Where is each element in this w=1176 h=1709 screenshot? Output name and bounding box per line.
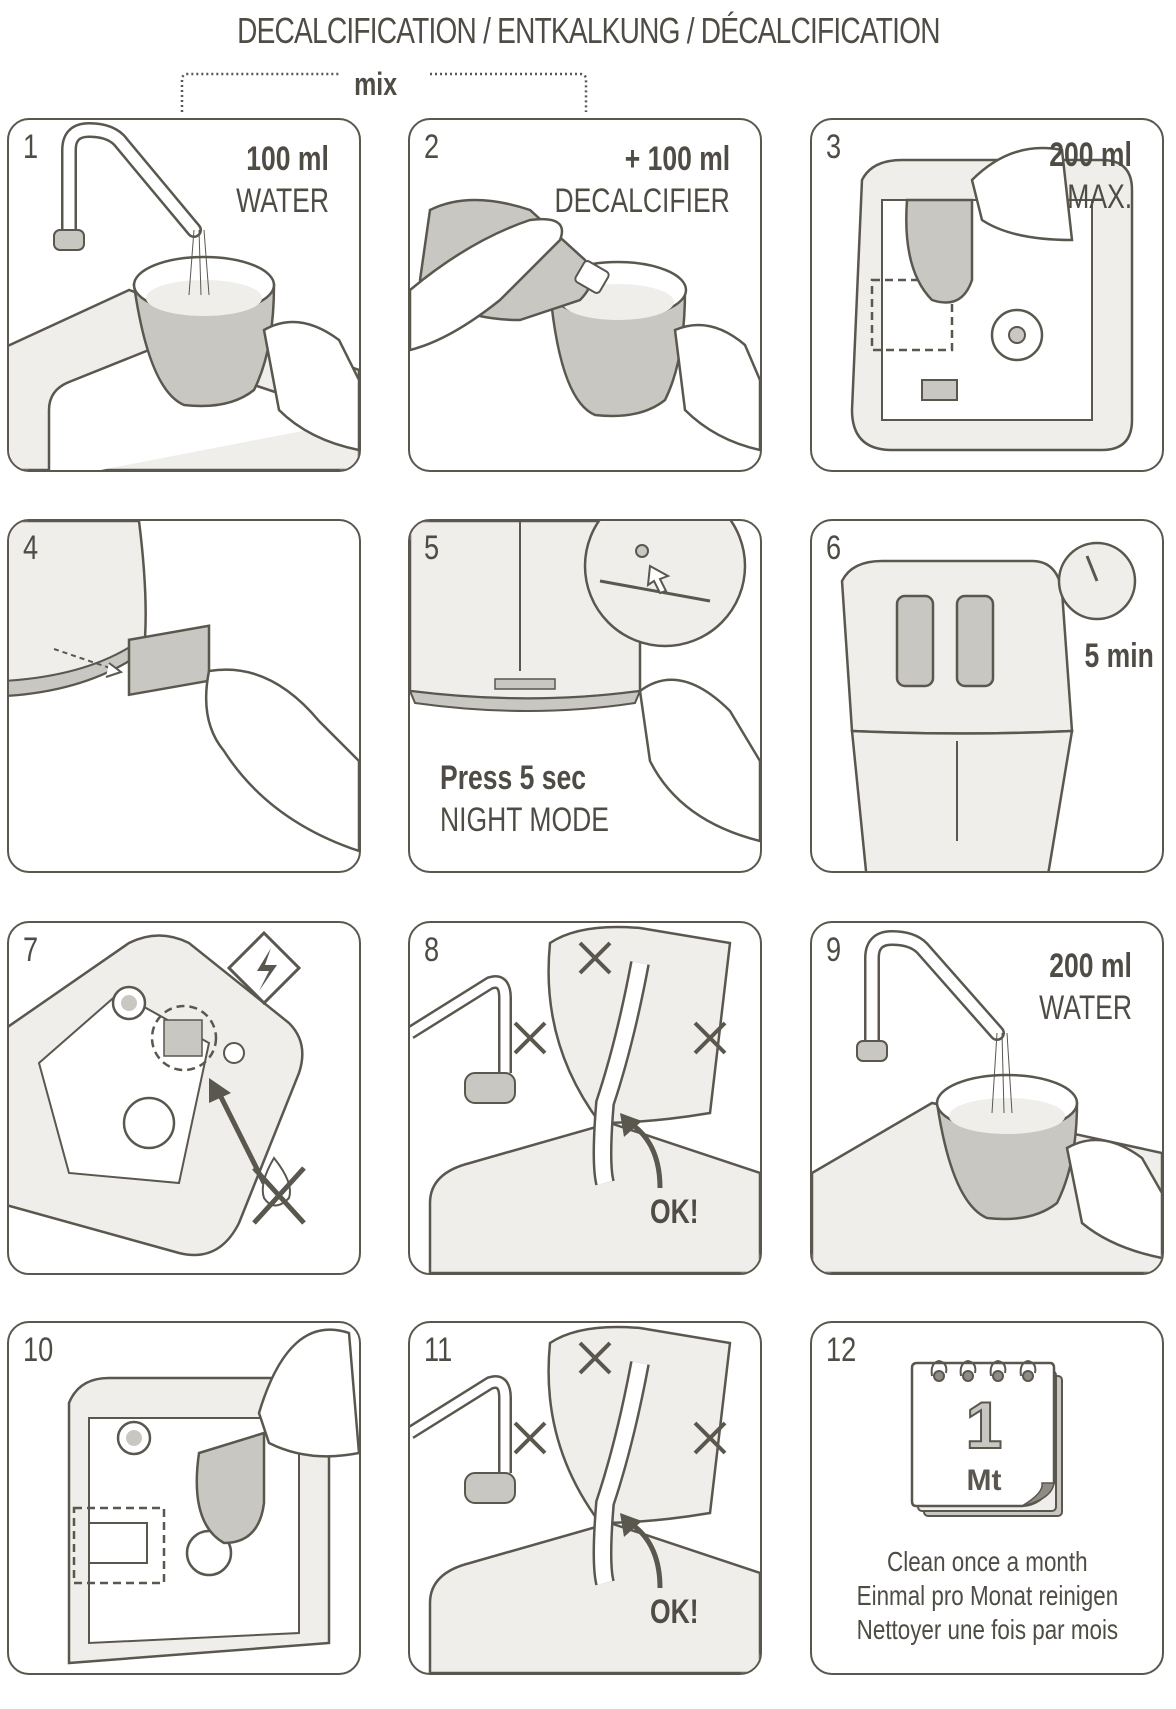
- label-text: WATER: [1039, 989, 1132, 1027]
- ok-text: OK!: [650, 1593, 699, 1631]
- step-number: 10: [23, 1331, 61, 1370]
- step-9-panel: 9 200 ml WATER: [810, 921, 1164, 1275]
- step-7-panel: 7: [7, 921, 361, 1275]
- step-label: 5 min: [1065, 635, 1154, 677]
- step-number: 2: [424, 128, 443, 167]
- label-text: WATER: [236, 182, 329, 220]
- step-5-panel: 5 Press 5 sec NIGHT MODE: [408, 519, 762, 873]
- caption-fr: Nettoyer une fois par mois: [812, 1613, 1162, 1647]
- amount-text: 200 ml: [1049, 947, 1132, 985]
- step-10-panel: 10: [7, 1321, 361, 1675]
- step-number-text: 4: [23, 529, 39, 567]
- step-number: 9: [826, 931, 845, 970]
- mode-text: NIGHT MODE: [440, 801, 609, 839]
- ok-text: OK!: [650, 1193, 699, 1231]
- calendar-unit: Mt: [967, 1464, 1002, 1497]
- label-text: DECALCIFIER: [554, 182, 730, 220]
- faucet-filling-cup-illustration: [812, 929, 1162, 1273]
- step-label: Press 5 sec NIGHT MODE: [440, 757, 657, 841]
- label-text: MAX.: [1067, 178, 1132, 216]
- step-3-panel: 3 200 ml MAX.: [810, 118, 1164, 472]
- kettle-timer-illustration: [840, 541, 1137, 871]
- no-water-electronics-illustration: [9, 930, 306, 1257]
- step-number: 3: [826, 128, 845, 167]
- step-number-text: 9: [826, 931, 842, 969]
- remove-filter-illustration: [9, 521, 359, 853]
- step-4-panel: 4: [7, 519, 361, 873]
- step-number-text: 5: [424, 529, 440, 567]
- pour-decalcifier-illustration: [410, 198, 760, 452]
- amount-text: 200 ml: [1049, 136, 1132, 174]
- step-number-text: 7: [23, 931, 39, 969]
- step-6-panel: 6 5 min: [810, 519, 1164, 873]
- step-12-panel: 1 Mt 12 Clean once a month Einmal pro Mo…: [810, 1321, 1164, 1675]
- caption-en: Clean once a month: [812, 1545, 1162, 1579]
- ok-label: OK!: [650, 1191, 712, 1233]
- step-number-text: 11: [424, 1331, 453, 1369]
- calendar-number: 1: [966, 1388, 1003, 1462]
- amount-text: + 100 ml: [624, 140, 730, 178]
- ok-label: OK!: [650, 1591, 712, 1633]
- step-number-text: 2: [424, 128, 440, 166]
- step-number: 4: [23, 529, 42, 568]
- fill-tank-illustration: [67, 1328, 359, 1665]
- faucet-filling-cup-illustration: [9, 121, 359, 470]
- press-button-illustration: [410, 521, 760, 843]
- step-number-text: 12: [826, 1331, 857, 1369]
- caption-text: Nettoyer une fois par mois: [856, 1614, 1118, 1645]
- step-label: 200 ml WATER: [1013, 945, 1132, 1029]
- caption-de: Einmal pro Monat reinigen: [812, 1579, 1162, 1613]
- title-text: DECALCIFICATION / ENTKALKUNG / DÉCALCIFI…: [236, 10, 940, 51]
- step-label: 200 ml MAX.: [1026, 134, 1132, 218]
- mix-bracket: [180, 72, 588, 112]
- step-number: 8: [424, 931, 443, 970]
- press-duration-text: Press 5 sec: [440, 759, 586, 797]
- step-number-text: 1: [23, 128, 39, 166]
- caption-text: Clean once a month: [886, 1546, 1088, 1577]
- step-label: 100 ml WATER: [210, 138, 329, 222]
- step-number: 12: [826, 1331, 864, 1370]
- rinse-kettle-illustration: [410, 925, 760, 1273]
- step-number-text: 6: [826, 529, 842, 567]
- fill-tank-illustration: [850, 146, 1134, 452]
- step-number-text: 10: [23, 1331, 54, 1369]
- caption-text: Einmal pro Monat reinigen: [856, 1580, 1118, 1611]
- step-11-panel: 11 OK!: [408, 1321, 762, 1675]
- step-number: 5: [424, 529, 443, 568]
- step-1-panel: 1 100 ml WATER: [7, 118, 361, 472]
- step-label: + 100 ml DECALCIFIER: [505, 138, 730, 222]
- step-2-panel: 2 + 100 ml DECALCIFIER: [408, 118, 762, 472]
- calendar-icon: 1 Mt: [910, 1359, 1063, 1517]
- mix-label: mix: [348, 66, 403, 103]
- mix-text: mix: [354, 66, 398, 102]
- step-number: 6: [826, 529, 845, 568]
- rinse-kettle-illustration: [410, 1325, 760, 1673]
- duration-text: 5 min: [1084, 637, 1154, 675]
- page-title: DECALCIFICATION / ENTKALKUNG / DÉCALCIFI…: [0, 10, 1176, 52]
- step-8-panel: 8 OK!: [408, 921, 762, 1275]
- step-number: 1: [23, 128, 42, 167]
- step-number: 7: [23, 931, 42, 970]
- step-number-text: 3: [826, 128, 842, 166]
- step-number-text: 8: [424, 931, 440, 969]
- step-number: 11: [424, 1331, 459, 1370]
- amount-text: 100 ml: [246, 140, 329, 178]
